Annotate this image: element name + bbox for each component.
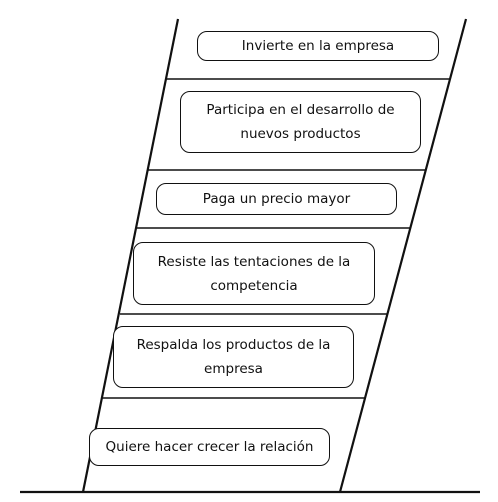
ladder-right-rail <box>338 18 468 493</box>
step-label: Respalda los productos de la empresa <box>136 337 331 377</box>
step-label: Participa en el desarrollo de nuevos pro… <box>206 102 395 142</box>
step-label: Resiste las tentaciones de la competenci… <box>157 253 351 294</box>
step-box-quiere: Quiere hacer crecer la relación <box>89 428 330 466</box>
step-label: Invierte en la empresa <box>241 38 395 54</box>
step-box-invierte: Invierte en la empresa <box>197 31 439 61</box>
step-label: Paga un precio mayor <box>202 191 351 207</box>
step-label: Quiere hacer crecer la relación <box>105 439 314 455</box>
ladder-left-rail <box>81 18 180 493</box>
step-box-resiste: Resiste las tentaciones de la competenci… <box>133 242 375 305</box>
step-box-respalda: Respalda los productos de la empresa <box>113 326 354 388</box>
step-box-paga: Paga un precio mayor <box>156 183 397 215</box>
step-box-participa: Participa en el desarrollo de nuevos pro… <box>180 91 421 153</box>
